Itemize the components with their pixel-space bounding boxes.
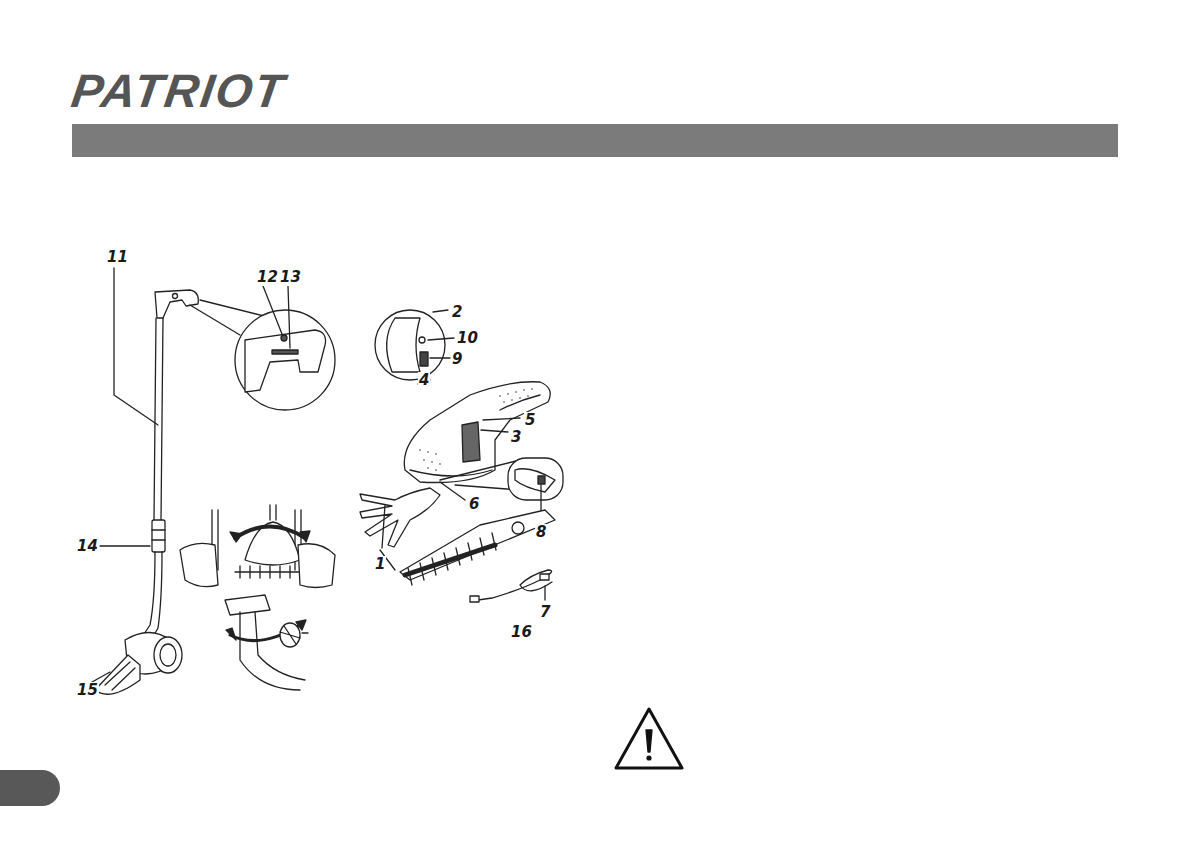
callout-number: 13 xyxy=(279,269,302,286)
callout-number: 7 xyxy=(539,604,551,621)
callout-number: 1 xyxy=(374,556,386,573)
callout-number: 3 xyxy=(510,429,522,446)
callout-number: 16 xyxy=(510,624,533,641)
callout-number: 9 xyxy=(451,351,463,368)
callout-number: 4 xyxy=(418,372,430,389)
callout-number: 10 xyxy=(456,330,479,347)
brand-logo: PATRIOT xyxy=(68,66,288,116)
callout-number: 12 xyxy=(256,269,279,286)
callout-number: 5 xyxy=(524,412,536,429)
callout-number: 6 xyxy=(468,496,480,513)
callout-number: 11 xyxy=(106,249,129,266)
callout-number: 2 xyxy=(451,304,463,321)
callout-number: 14 xyxy=(76,538,99,555)
callout-number: 15 xyxy=(76,682,99,699)
callout-number: 8 xyxy=(535,524,547,541)
